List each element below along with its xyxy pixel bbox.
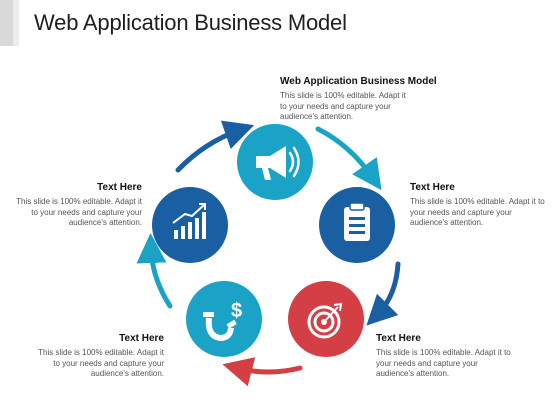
magnet-dollar-icon: $ — [203, 300, 242, 342]
step-growth — [152, 187, 228, 263]
accent-bar-light — [13, 0, 19, 46]
accent-bar — [0, 0, 13, 46]
step-description: This slide is 100% editable. Adapt it to… — [376, 348, 511, 378]
step-magnet: $ — [186, 281, 262, 357]
step-megaphone — [237, 124, 313, 200]
arrow-5 — [175, 120, 255, 173]
arrow-2 — [366, 261, 401, 326]
megaphone-icon — [256, 146, 300, 180]
step-circle — [186, 281, 262, 357]
step-text-2: Text Here This slide is 100% editable. A… — [410, 182, 545, 229]
page-title: Web Application Business Model — [34, 10, 347, 35]
step-heading: Text Here — [410, 182, 455, 193]
step-heading: Text Here — [119, 333, 164, 344]
step-description: This slide is 100% editable. Adapt it to… — [280, 91, 406, 121]
step-heading: Text Here — [376, 333, 421, 344]
step-heading: Web Application Business Model — [280, 76, 437, 87]
target-icon — [307, 302, 343, 339]
step-target — [288, 281, 364, 357]
arrow-3 — [222, 357, 303, 387]
arrow-1 — [315, 126, 382, 191]
step-description: This slide is 100% editable. Adapt it to… — [410, 197, 545, 227]
step-text-5: Text Here This slide is 100% editable. A… — [8, 182, 142, 229]
clipboard-icon — [344, 202, 370, 241]
step-text-4: Text Here This slide is 100% editable. A… — [30, 333, 164, 380]
step-clipboard — [319, 187, 395, 263]
arrow-4 — [136, 233, 173, 309]
step-heading: Text Here — [97, 182, 142, 193]
bar-chart-icon — [172, 203, 206, 239]
step-text-3: Text Here This slide is 100% editable. A… — [376, 333, 511, 380]
svg-text:$: $ — [231, 300, 242, 322]
step-description: This slide is 100% editable. Adapt it to… — [16, 197, 142, 227]
step-description: This slide is 100% editable. Adapt it to… — [38, 348, 164, 378]
step-text-1: Web Application Business Model This slid… — [280, 76, 460, 123]
